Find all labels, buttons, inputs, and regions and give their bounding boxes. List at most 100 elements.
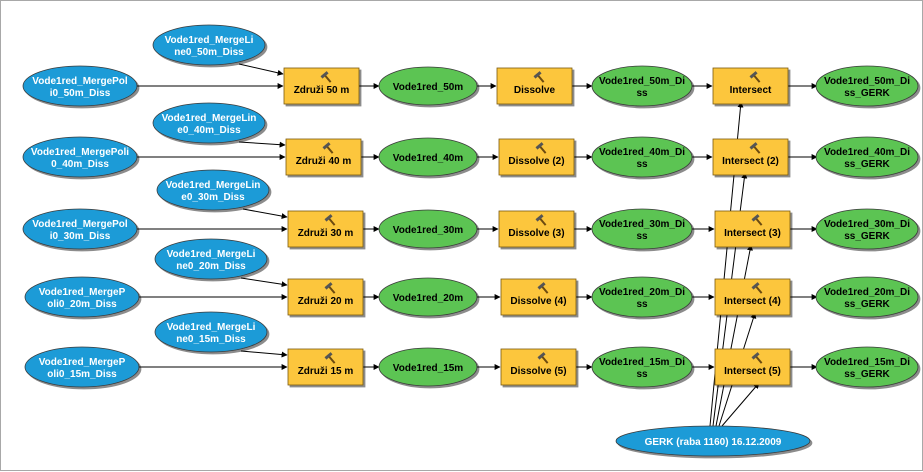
merge-tool-shape [283,67,360,105]
input-line-dataset-label: Vode1red_MergeLi [165,35,254,46]
merge-tool-shape [287,210,364,248]
output-dataset-shape [815,346,919,388]
output-dataset-label: ss_GERK [844,159,890,170]
gerk-input-dataset-shape [615,425,811,457]
intersect-tool-shape [714,278,791,316]
hammer-icon [537,352,549,364]
output-dataset-label: Vode1red_20m_Di [824,287,910,298]
intersect-tool-shape [714,348,791,386]
output-dataset[interactable]: Vode1red_20m_Diss_GERK [815,276,919,318]
input-line-dataset-label: e0_30m_Diss [181,192,245,203]
input-polygon-dataset-label: oli0_15m_Diss [47,369,117,380]
hammer-icon [537,282,549,294]
intersect-tool[interactable]: Intersect [712,67,789,105]
dissolved-dataset[interactable]: Vode1red_50m_Diss [591,65,693,107]
dissolve-tool-shape [498,210,575,248]
dissolved-dataset-label: ss [636,159,648,170]
hammer-icon [749,142,761,154]
dissolve-tool[interactable]: Dissolve (4) [500,278,577,316]
dissolve-tool[interactable]: Dissolve (2) [498,138,575,176]
connector-gerk-to-intersect [721,382,760,427]
dissolve-tool-shape [498,138,575,176]
input-polygon-dataset-shape [22,65,138,107]
output-dataset[interactable]: Vode1red_15m_Diss_GERK [815,346,919,388]
merge-tool[interactable]: Združi 20 m [287,278,364,316]
dissolved-dataset-shape [591,136,693,178]
connector-gerk-to-intersect [715,244,753,427]
dissolve-tool[interactable]: Dissolve (3) [498,210,575,248]
merged-dataset-label: Vode1red_20m [393,293,464,304]
connector-line-to-merge [240,277,288,288]
merge-tool-label: Združi 40 m [296,156,352,167]
connector-line-to-merge [240,350,288,358]
dissolve-tool[interactable]: Dissolve [496,67,573,105]
merge-tool-shape [285,138,362,176]
merge-tool-label: Združi 30 m [298,228,354,239]
output-dataset-label: ss_GERK [844,299,890,310]
output-dataset-label: ss_GERK [844,231,890,242]
intersect-tool[interactable]: Intersect (4) [714,278,791,316]
intersect-tool[interactable]: Intersect (5) [714,348,791,386]
merged-dataset-shape [378,66,478,106]
merged-dataset[interactable]: Vode1red_15m [378,347,478,387]
merge-tool[interactable]: Združi 15 m [287,348,364,386]
hammer-icon [324,214,336,226]
output-dataset[interactable]: Vode1red_40m_Diss_GERK [815,136,919,178]
dissolved-dataset[interactable]: Vode1red_15m_Diss [591,346,693,388]
dissolved-dataset-label: ss [636,231,648,242]
input-line-dataset-shape [152,102,266,144]
output-dataset-label: Vode1red_40m_Di [824,147,910,158]
merge-tool[interactable]: Združi 30 m [287,210,364,248]
merge-tool-label: Združi 50 m [294,85,350,96]
intersect-tool[interactable]: Intersect (3) [714,210,791,248]
output-dataset[interactable]: Vode1red_30m_Diss_GERK [815,208,919,250]
merged-dataset[interactable]: Vode1red_30m [378,209,478,249]
input-line-dataset-shape [154,238,268,280]
hammer-icon [533,71,545,83]
intersect-tool-label: Intersect (5) [724,366,781,377]
intersect-tool-shape [712,67,789,105]
dissolve-tool-label: Dissolve [514,85,556,96]
dissolved-dataset-label: ss [636,299,648,310]
merged-dataset-label: Vode1red_15m [393,363,464,374]
hammer-icon [535,214,547,226]
intersect-tool-shape [712,138,789,176]
merged-dataset[interactable]: Vode1red_40m [378,137,478,177]
input-line-dataset-shape [154,311,268,353]
output-dataset-shape [815,208,919,250]
gerk-input-dataset[interactable]: GERK (raba 1160) 16.12.2009 [615,425,811,457]
input-polygon-dataset-label: i0_30m_Diss [50,231,111,242]
merged-dataset[interactable]: Vode1red_20m [378,277,478,317]
input-line-dataset-label: Vode1red_MergeLin [162,113,257,124]
dissolved-dataset[interactable]: Vode1red_20m_Diss [591,276,693,318]
merge-tool[interactable]: Združi 50 m [283,67,360,105]
input-line-dataset-label: ne0_20m_Diss [176,261,246,272]
intersect-tool-label: Intersect (4) [724,296,781,307]
merged-dataset[interactable]: Vode1red_50m [378,66,478,106]
output-dataset-label: ss_GERK [844,369,890,380]
dissolved-dataset[interactable]: Vode1red_40m_Diss [591,136,693,178]
hammer-icon [535,142,547,154]
output-dataset[interactable]: Vode1red_50m_Diss_GERK [815,65,919,107]
input-polygon-dataset-shape [22,136,138,178]
merge-tool[interactable]: Združi 40 m [285,138,362,176]
dissolved-dataset[interactable]: Vode1red_30m_Diss [591,208,693,250]
dissolve-tool[interactable]: Dissolve (5) [500,348,577,386]
intersect-tool[interactable]: Intersect (2) [712,138,789,176]
connector-line-to-merge [242,208,288,219]
input-polygon-dataset-label: Vode1red_MergeP [39,287,126,298]
input-polygon-dataset-shape [24,346,140,388]
input-polygon-dataset-shape [24,276,140,318]
dissolved-dataset-label: Vode1red_15m_Di [599,357,685,368]
